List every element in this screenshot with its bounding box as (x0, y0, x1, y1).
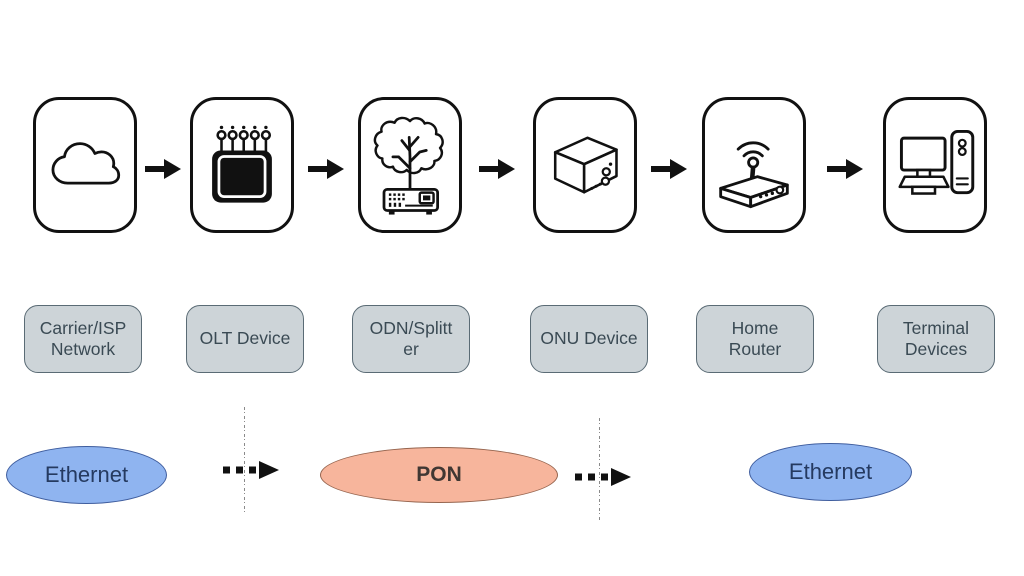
segment-ellipse-ethernet-right: Ethernet (749, 443, 912, 501)
segment-divider-line-2 (599, 418, 600, 520)
node-label-terminal-devices: Terminal Devices (877, 305, 995, 373)
node-label-olt-device: OLT Device (186, 305, 304, 373)
flow-arrow-5 (827, 159, 863, 179)
dotted-arrow-pon-to-ethernet (575, 468, 631, 486)
desktop-computer-icon (898, 129, 975, 195)
node-box-home-router (702, 97, 806, 233)
flow-arrow-1 (145, 159, 181, 179)
segment-ellipse-ethernet-left: Ethernet (6, 446, 167, 504)
node-label-home-router: Home Router (696, 305, 814, 373)
segment-divider-line-1 (244, 407, 245, 512)
node-box-terminal-devices (883, 97, 987, 233)
node-box-olt-device (190, 97, 294, 233)
node-label-carrier-isp-network: Carrier/ISP Network (24, 305, 142, 373)
wifi-router-icon (719, 141, 789, 209)
dotted-arrow-ethernet-to-pon (223, 461, 279, 479)
olt-line-card-icon (212, 125, 272, 203)
segment-ellipse-pon: PON (320, 447, 558, 503)
node-label-onu-device: ONU Device (530, 305, 648, 373)
splitter-tree-icon (373, 116, 444, 215)
node-box-onu-device (533, 97, 637, 233)
flow-arrow-3 (479, 159, 515, 179)
flow-arrow-2 (308, 159, 344, 179)
node-box-carrier-isp-network (33, 97, 137, 233)
flow-arrow-4 (651, 159, 687, 179)
onu-box-icon (553, 136, 618, 194)
node-box-odn-splitter (358, 97, 462, 233)
node-label-odn-splitter: ODN/Splitt er (352, 305, 470, 373)
cloud-icon (51, 142, 121, 185)
